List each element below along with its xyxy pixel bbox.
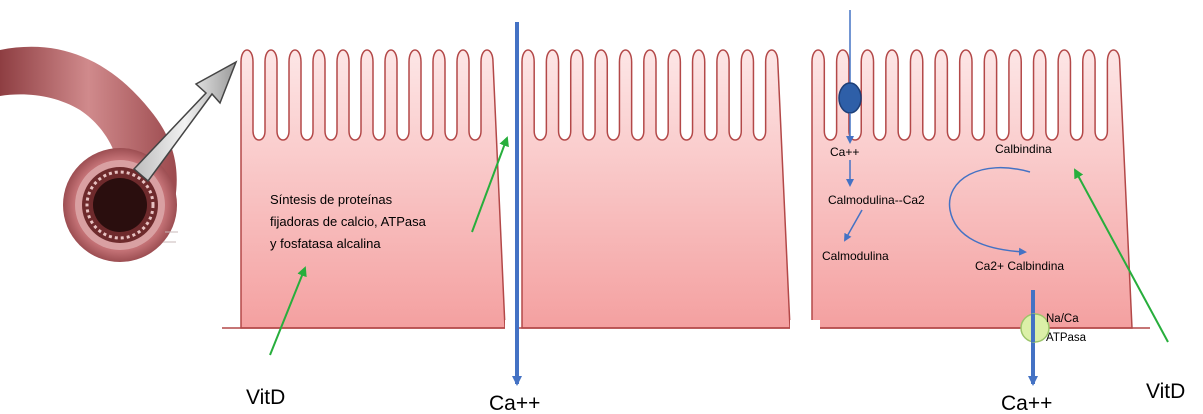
synthesis-label-line-1: Síntesis de proteínas bbox=[270, 192, 393, 207]
ca2-calbindina-label: Ca2+ Calbindina bbox=[975, 259, 1064, 273]
vitd-left-label: VitD bbox=[246, 386, 285, 409]
ca-bottom-center-label: Ca++ bbox=[489, 392, 540, 414]
calmodulina-ca2-label: Calmodulina--Ca2 bbox=[828, 193, 925, 207]
intestine-cross-section-image bbox=[0, 46, 178, 262]
enterocyte-cell-3 bbox=[811, 49, 1133, 329]
vitd-arrow-left-to-cell bbox=[269, 266, 307, 356]
vitd-right-label: VitD bbox=[1146, 380, 1185, 403]
synthesis-label-line-3: y fosfatasa alcalina bbox=[270, 236, 381, 251]
vitd-arrow-right-to-calbindina bbox=[1074, 168, 1169, 343]
enterocyte-cell-1 bbox=[240, 49, 506, 329]
calmodulina-label: Calmodulina bbox=[822, 249, 889, 263]
calmodulina-release-arrow bbox=[844, 209, 863, 242]
zoom-arrow-icon bbox=[132, 60, 238, 183]
enterocyte-cell-2 bbox=[521, 49, 791, 329]
calcium-channel-icon bbox=[838, 82, 862, 114]
ca-in-cell-label: Ca++ bbox=[830, 145, 859, 159]
calbindina-label: Calbindina bbox=[995, 142, 1052, 156]
pump-label-line-1: Na/Ca bbox=[1046, 313, 1079, 325]
ca-bottom-right-label: Ca++ bbox=[1001, 392, 1052, 414]
calbindina-binding-arrow bbox=[948, 167, 1031, 256]
vitd-arrow-to-membrane bbox=[471, 136, 509, 233]
pump-label-line-2: ATPasa bbox=[1046, 332, 1087, 344]
synthesis-label-line-2: fijadoras de calcio, ATPasa bbox=[270, 214, 427, 229]
